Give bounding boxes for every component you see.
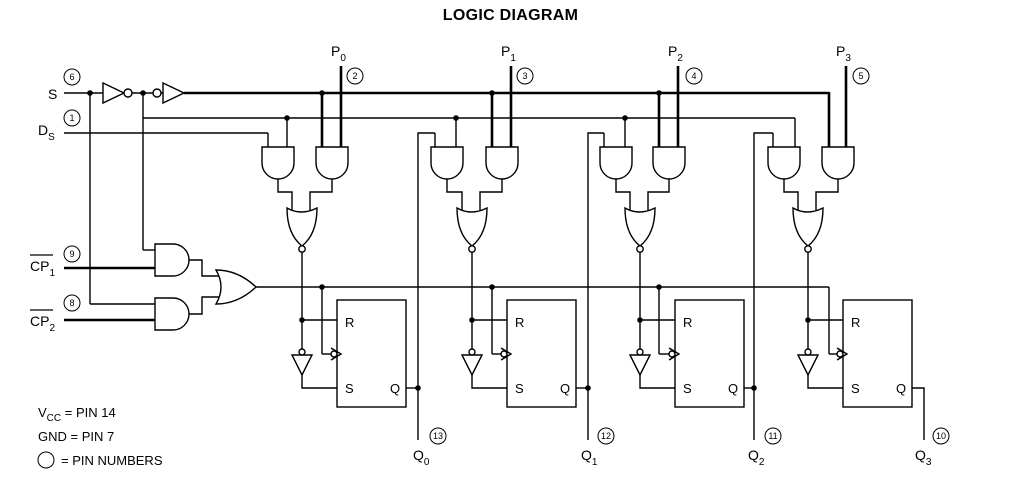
stage-2: P2 4 R S Q 11 Q2 (599, 43, 782, 468)
ff-r-label: R (515, 315, 524, 330)
or-gate-icon (456, 206, 488, 247)
buffer-icon (796, 354, 820, 377)
vcc-note: VCC = PIN 14 (38, 405, 116, 424)
pin-6-label: 6 (69, 72, 74, 82)
ff-q-label: Q (896, 381, 906, 396)
gnd-note: GND = PIN 7 (38, 429, 114, 444)
and-gate-icon (430, 146, 464, 180)
ff-s-label: S (515, 381, 524, 396)
p3-label: P3 (836, 43, 851, 64)
q2-label: Q2 (748, 447, 765, 468)
pin-4-label: 4 (691, 71, 696, 81)
flipflop-box (674, 299, 745, 408)
pin-5-label: 5 (858, 71, 863, 81)
ff-q-label: Q (728, 381, 738, 396)
ff-q-label: Q (560, 381, 570, 396)
cp1-label: CP1 (30, 258, 55, 279)
pin-2-label: 2 (352, 71, 357, 81)
pin-circle-9 (63, 245, 81, 263)
q3-label: Q3 (915, 447, 932, 468)
cp2-label: CP2 (30, 313, 55, 334)
pin-circle-legend-icon (37, 451, 55, 469)
flipflop-box (336, 299, 407, 408)
and-gate-icon (599, 146, 633, 180)
ff-s-label: S (683, 381, 692, 396)
q1-label: Q1 (581, 447, 598, 468)
buffer-icon (290, 354, 314, 377)
notes: VCC = PIN 14 GND = PIN 7 = PIN NUMBERS (37, 405, 163, 469)
pin-10-label: 10 (936, 431, 946, 441)
s-input-label: S (48, 86, 57, 102)
pin-circle-8 (63, 294, 81, 312)
buffer-icon (628, 354, 652, 377)
pin-numbers-note: = PIN NUMBERS (61, 453, 163, 468)
and-gate-icon (154, 243, 190, 277)
ds-input: DS 1 (38, 109, 269, 147)
pin-1-label: 1 (69, 113, 74, 123)
buffer-icon (162, 81, 186, 105)
ff-s-label: S (345, 381, 354, 396)
or-gate-icon (624, 206, 656, 247)
diagram-title: LOGIC DIAGRAM (442, 7, 579, 24)
pin-circle-1 (63, 109, 81, 127)
and-gate-icon (485, 146, 519, 180)
ff-r-label: R (851, 315, 860, 330)
flipflop-box (506, 299, 577, 408)
pin-circle-6 (63, 68, 81, 86)
stage-3: P3 5 R S Q 10 Q3 (767, 43, 950, 468)
p2-label: P2 (668, 43, 683, 64)
pin-9-label: 9 (69, 249, 74, 259)
pin-3-label: 3 (522, 71, 527, 81)
ff-q-label: Q (390, 381, 400, 396)
and-gate-icon (261, 146, 295, 180)
pin-12-label: 12 (601, 431, 611, 441)
clock-inputs: CP1 9 CP2 8 (30, 243, 829, 334)
or-gate-icon (286, 206, 318, 247)
and-gate-icon (821, 146, 855, 180)
ff-s-label: S (851, 381, 860, 396)
s-input-chain: S 6 (48, 68, 831, 305)
q0-label: Q0 (413, 447, 430, 468)
and-gate-icon (652, 146, 686, 180)
pin-13-label: 13 (433, 431, 443, 441)
ff-r-label: R (683, 315, 692, 330)
stage-1: P1 3 R S Q 12 Q1 (430, 43, 615, 468)
ds-label: DS (38, 122, 55, 143)
and-gate-icon (154, 297, 190, 331)
stage-0: P0 2 R S Q 13 Q0 (261, 43, 447, 468)
or-gate-icon (214, 269, 258, 305)
ff-r-label: R (345, 315, 354, 330)
pin-8-label: 8 (69, 298, 74, 308)
and-gate-icon (767, 146, 801, 180)
and-gate-icon (315, 146, 349, 180)
p0-label: P0 (331, 43, 346, 64)
or-gate-icon (792, 206, 824, 247)
buffer-icon (460, 354, 484, 377)
inverter-icon (102, 81, 126, 105)
pin-11-label: 11 (768, 431, 777, 441)
p1-label: P1 (501, 43, 516, 64)
